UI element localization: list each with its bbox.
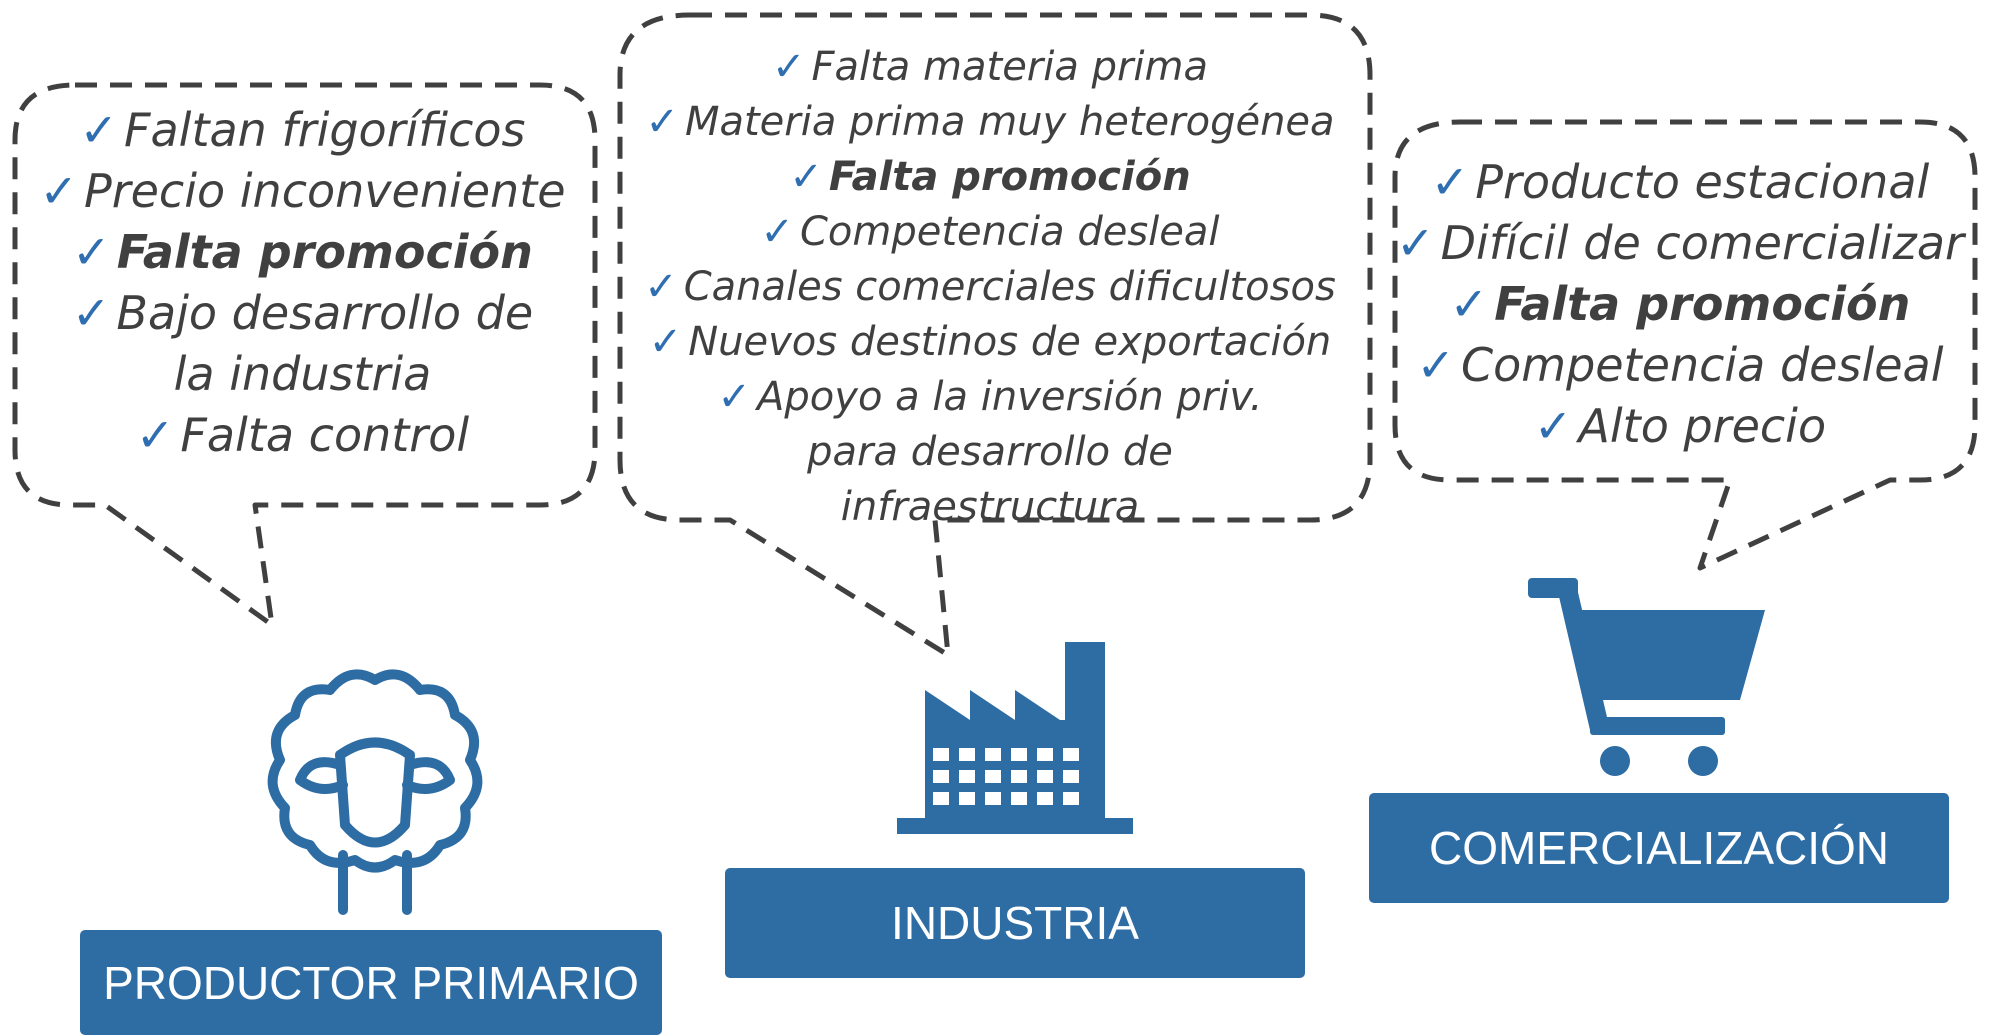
checkmark-icon: ✓ [71, 286, 111, 340]
bubble-item-text: Falta materia prima [811, 44, 1209, 90]
shopping-cart-icon [1528, 578, 1765, 776]
factory-window [1063, 792, 1079, 805]
checkmark-icon: ✓ [760, 209, 794, 255]
factory-window [933, 748, 949, 761]
bubble-item-text: Falta control [180, 408, 470, 462]
bubble-industria-outline [617, 12, 1373, 658]
factory-window [959, 748, 975, 761]
checkmark-icon: ✓ [648, 319, 683, 365]
bubble-item-text: Faltan frigoríficos [124, 103, 526, 157]
bubble-item: ✓Competencia desleal [1395, 335, 1965, 396]
factory-window [985, 748, 1001, 761]
factory-window [1063, 770, 1079, 783]
bubble-item-text: Falta promoción [116, 225, 533, 279]
bubble-industria-text: ✓Falta materia prima✓Materia prima muy h… [625, 40, 1355, 535]
bubble-item: ✓Alto precio [1395, 396, 1965, 457]
bubble-item: ✓Difícil de comercializar [1395, 213, 1965, 274]
factory-window [959, 770, 975, 783]
factory-window [1011, 770, 1027, 783]
checkmark-icon: ✓ [72, 225, 111, 279]
bubble-item: ✓Bajo desarrollo de la industria [20, 283, 585, 405]
factory-window [985, 792, 1001, 805]
bubble-comercializacion-text: ✓Producto estacional✓Difícil de comercia… [1395, 152, 1965, 457]
factory-window [933, 770, 949, 783]
bubble-item-text: Falta promoción [828, 154, 1191, 200]
factory-window [1011, 792, 1027, 805]
checkmark-icon: ✓ [1430, 155, 1470, 209]
checkmark-icon: ✓ [79, 103, 119, 157]
checkmark-icon: ✓ [135, 408, 175, 462]
checkmark-icon: ✓ [1416, 338, 1456, 392]
bubble-item-text: Falta promoción [1494, 277, 1911, 331]
bubble-item-text: Canales comerciales dificultosos [683, 264, 1336, 310]
bubble-item: ✓Falta promoción [20, 222, 585, 283]
checkmark-icon: ✓ [789, 154, 823, 200]
bubble-item: ✓Falta materia prima [625, 40, 1355, 95]
checkmark-icon: ✓ [1533, 399, 1573, 453]
bubble-item-text: Apoyo a la inversión priv. para desarrol… [757, 374, 1263, 530]
bubble-item-text: Producto estacional [1475, 155, 1930, 209]
bubble-item: ✓Falta control [20, 405, 585, 466]
bubble-item: ✓Falta promoción [1395, 274, 1965, 335]
factory-window [1011, 748, 1027, 761]
bubble-comercializacion-outline [1392, 119, 1978, 571]
factory-window [959, 792, 975, 805]
bubble-item: ✓Producto estacional [1395, 152, 1965, 213]
bubble-item: ✓Competencia desleal [625, 205, 1355, 260]
checkmark-icon: ✓ [717, 374, 752, 420]
bubble-item-text: Difícil de comercializar [1440, 216, 1964, 270]
bubble-item: ✓Falta promoción [625, 150, 1355, 205]
factory-window [1037, 748, 1053, 761]
bubble-item-text: Materia prima muy heterogénea [684, 99, 1335, 145]
checkmark-icon: ✓ [39, 164, 78, 218]
bubble-item: ✓Apoyo a la inversión priv. para desarro… [625, 370, 1355, 535]
bubble-item: ✓Materia prima muy heterogénea [625, 95, 1355, 150]
bubble-item-text: Bajo desarrollo de la industria [116, 286, 534, 401]
bubble-item-text: Competencia desleal [1461, 338, 1944, 392]
factory-window [933, 792, 949, 805]
factory-window [985, 770, 1001, 783]
bubble-item-text: Nuevos destinos de exportación [688, 319, 1332, 365]
factory-window [1037, 770, 1053, 783]
bubble-item-text: Alto precio [1578, 399, 1827, 453]
factory-window [1037, 792, 1053, 805]
bubble-item: ✓Faltan frigoríficos [20, 100, 585, 161]
checkmark-icon: ✓ [1396, 216, 1435, 270]
bubble-productor-text: ✓Faltan frigoríficos✓Precio inconvenient… [20, 100, 585, 466]
bubble-productor-outline [12, 82, 598, 628]
checkmark-icon: ✓ [771, 44, 806, 90]
bubble-item: ✓Canales comerciales dificultosos [625, 260, 1355, 315]
label-productor-primario: PRODUCTOR PRIMARIO [80, 930, 662, 1035]
checkmark-icon: ✓ [1449, 277, 1489, 331]
factory-window [1063, 748, 1079, 761]
bubble-item: ✓Precio inconveniente [20, 161, 585, 222]
bubble-item-text: Competencia desleal [799, 209, 1220, 255]
label-comercializacion: COMERCIALIZACIÓN [1369, 793, 1949, 903]
bubble-item-text: Precio inconveniente [83, 164, 566, 218]
bubble-item: ✓Nuevos destinos de exportación [625, 315, 1355, 370]
checkmark-icon: ✓ [644, 264, 678, 310]
sheep-icon [267, 669, 483, 915]
checkmark-icon: ✓ [645, 99, 679, 145]
factory-icon [897, 642, 1133, 834]
label-industria: INDUSTRIA [725, 868, 1305, 978]
